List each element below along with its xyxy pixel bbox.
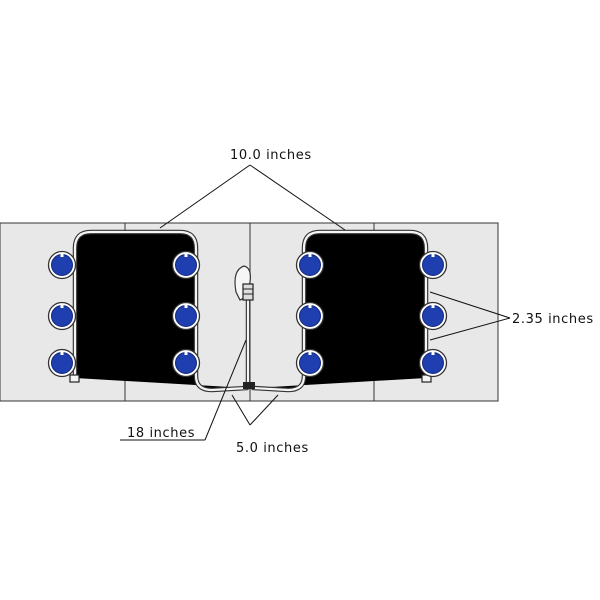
emitter-icon xyxy=(171,250,201,280)
emitter-icon xyxy=(295,348,325,378)
feed-length-label: 18 inches xyxy=(127,426,195,441)
emitter-icon xyxy=(418,348,448,378)
tubing xyxy=(75,232,426,390)
emitter-icon xyxy=(171,301,201,331)
emitter-icon xyxy=(418,250,448,280)
emitter-icon xyxy=(47,301,77,331)
end-cap-icon xyxy=(69,374,80,383)
tee-connector-icon xyxy=(243,382,255,389)
spacing-label: 2.35 inches xyxy=(512,312,594,327)
emitter-icon xyxy=(47,250,77,280)
emitter-icon xyxy=(295,301,325,331)
dimension-leaders xyxy=(120,164,511,441)
emitter-icon xyxy=(295,250,325,280)
emitter-grid xyxy=(47,250,448,378)
emitter-icon xyxy=(47,348,77,378)
bottom-span-label: 5.0 inches xyxy=(236,441,309,456)
hose-adapter-icon xyxy=(234,265,254,301)
emitter-icon xyxy=(418,301,448,331)
top-span-label: 10.0 inches xyxy=(230,148,312,163)
emitter-icon xyxy=(171,348,201,378)
